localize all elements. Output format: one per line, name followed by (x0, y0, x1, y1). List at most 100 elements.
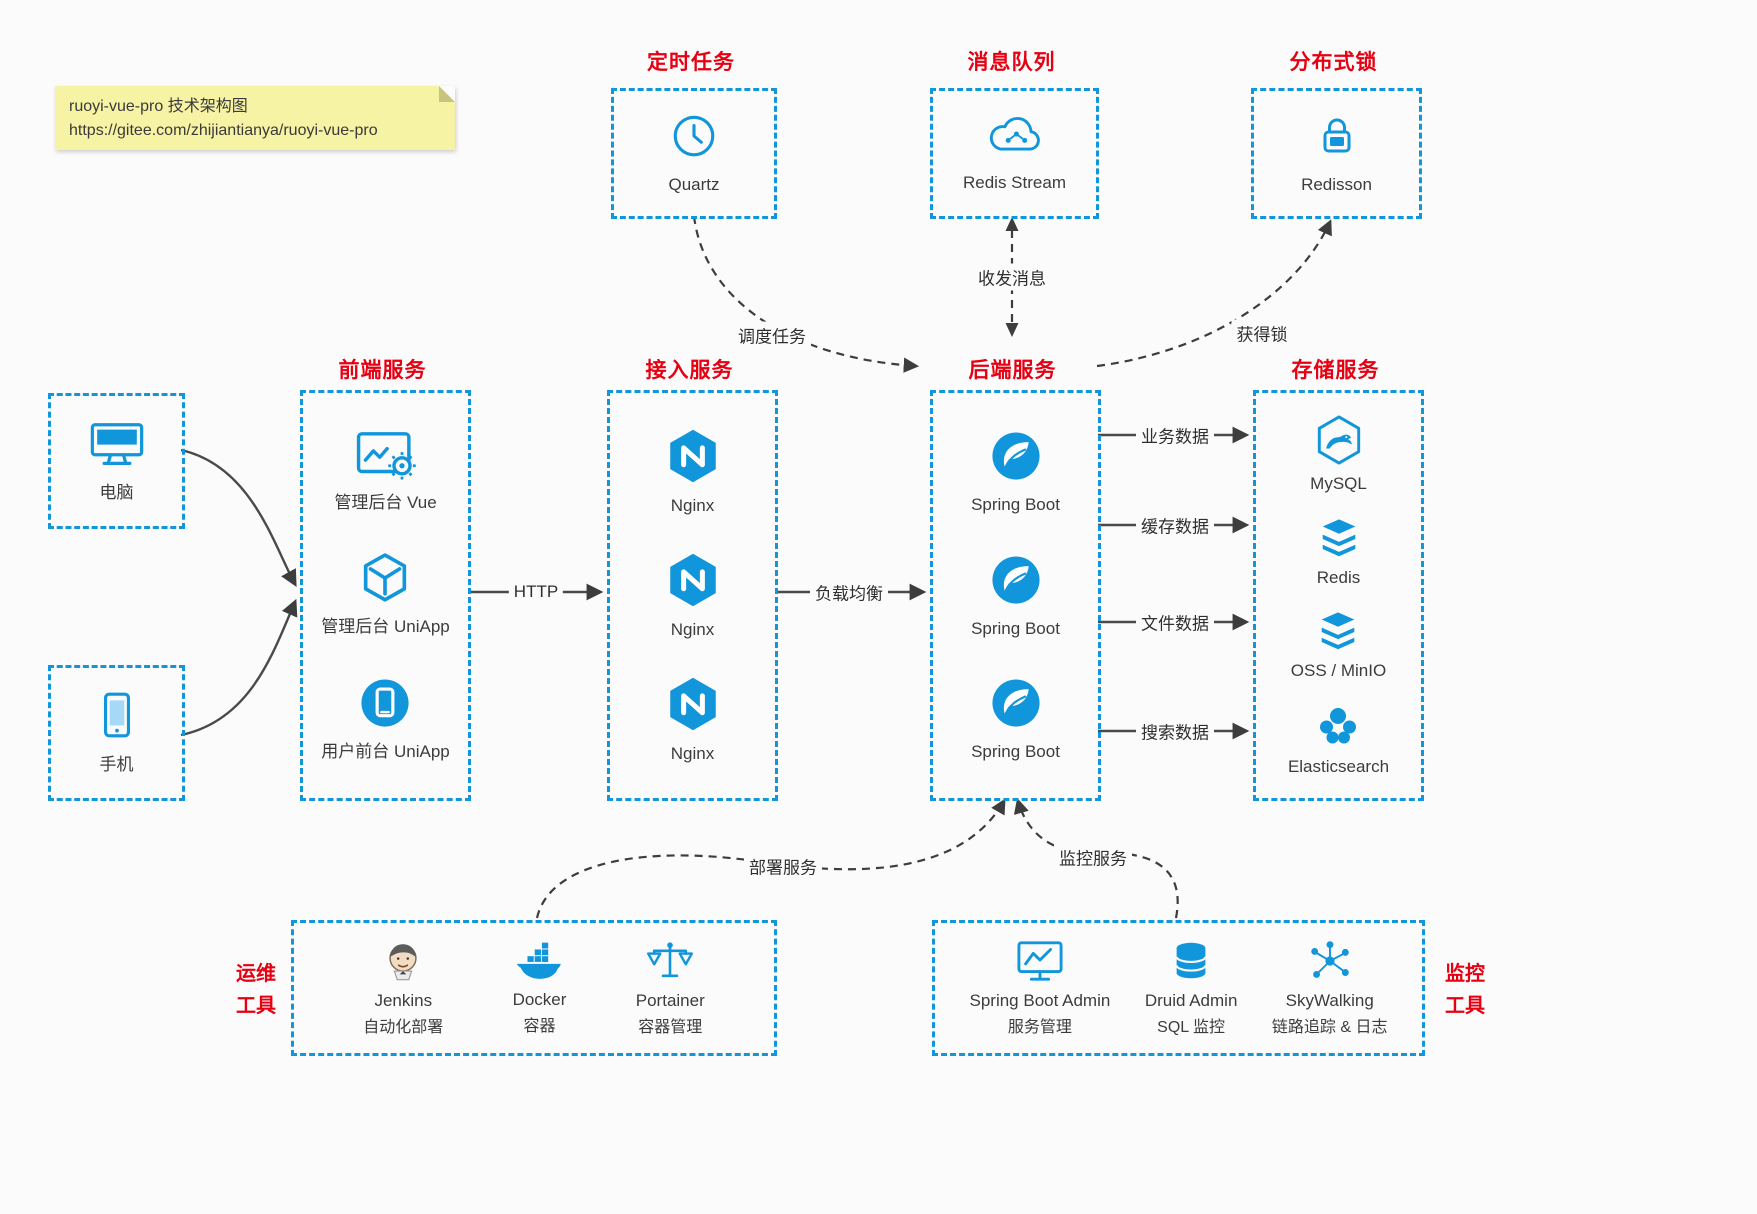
edge-label-messages: 收发消息 (973, 263, 1051, 291)
storage-item-oss-minio: OSS / MinIO (1291, 608, 1386, 682)
uniapp-cube-icon (356, 549, 414, 607)
spring-boot-icon (987, 551, 1045, 609)
druid-sublabel: SQL 监控 (1157, 1018, 1226, 1036)
backend-box: Spring Boot Spring Boot Spring Boot (930, 390, 1101, 801)
backend-item-spring-2: Spring Boot (971, 551, 1060, 640)
edge-acquire-lock-line (1096, 219, 1332, 368)
lock-icon (1313, 111, 1361, 161)
note-title: ruoyi-vue-pro 技术架构图 (69, 98, 248, 115)
nginx-icon (663, 550, 723, 610)
ops-title-line2: 工具 (236, 995, 276, 1017)
jenkins-sublabel: 自动化部署 (363, 1018, 444, 1036)
group-title-message-queue: 消息队列 (967, 51, 1056, 74)
oss-stack-icon (1313, 608, 1363, 654)
group-title-scheduled-tasks: 定时任务 (647, 51, 735, 74)
desktop-icon (87, 417, 147, 469)
frontend-item-user-uniapp: 用户前台 UniApp (321, 674, 450, 763)
jenkins-label: Jenkins (374, 990, 433, 1010)
edge-label-business-data: 业务数据 (1136, 421, 1214, 449)
gateway-item-nginx-2: Nginx (663, 550, 723, 641)
edge-label-load-balance: 负载均衡 (810, 578, 888, 606)
storage-item-elasticsearch: Elasticsearch (1288, 702, 1389, 778)
portainer-label: Portainer (635, 990, 705, 1010)
edge-schedule-task-line (692, 215, 920, 373)
druid-database-icon (1168, 938, 1214, 984)
storage-item-mysql: MySQL (1310, 413, 1367, 495)
ops-item-portainer: Portainer 容器管理 (636, 938, 705, 1039)
admin-vue-label: 管理后台 Vue (334, 493, 437, 513)
gateway-item-nginx-1: Nginx (663, 426, 723, 517)
phone-client-box: 手机 (48, 665, 185, 801)
nginx-icon (663, 674, 723, 734)
monitoring-tools-box: Spring Boot Admin 服务管理 Druid Admin SQL 监… (932, 920, 1425, 1056)
group-title-distributed-lock: 分布式锁 (1289, 51, 1378, 74)
ops-group-title: 运维 工具 (225, 958, 287, 1022)
edge-label-acquire-lock: 获得锁 (1231, 319, 1293, 347)
gateway-item-nginx-3: Nginx (663, 674, 723, 765)
mysql-label: MySQL (1310, 473, 1367, 493)
backend-item-spring-1: Spring Boot (971, 427, 1060, 516)
spring-boot-label-2: Spring Boot (971, 618, 1060, 638)
redis-stack-icon (1314, 515, 1364, 561)
note-url: https://gitee.com/zhijiantianya/ruoyi-vu… (69, 122, 378, 139)
edge-label-search-data: 搜索数据 (1136, 717, 1214, 745)
redisson-box: Redisson (1251, 88, 1422, 219)
edge-monitor-service-line (1013, 798, 1179, 919)
group-title-gateway: 接入服务 (645, 359, 734, 382)
desktop-client-box: 电脑 (48, 393, 185, 529)
edge-label-deploy-service: 部署服务 (744, 852, 822, 880)
storage-item-redis: Redis (1314, 515, 1364, 589)
spring-boot-icon (987, 427, 1045, 485)
monitoring-group-title: 监控 工具 (1434, 958, 1496, 1022)
monitoring-item-skywalking: SkyWalking 链路追踪 & 日志 (1272, 938, 1388, 1039)
nginx-label-1: Nginx (670, 495, 715, 515)
edge-phone-frontend (180, 598, 298, 737)
spring-boot-admin-icon (1013, 938, 1067, 984)
storage-box: MySQL Redis OSS / MinIO Elasticsearch (1253, 390, 1424, 801)
user-app-icon (356, 674, 414, 732)
cloud-network-icon (984, 112, 1046, 159)
sbadmin-sublabel: 服务管理 (1007, 1018, 1072, 1036)
nginx-icon (663, 426, 723, 486)
ops-title-line1: 运维 (236, 963, 276, 985)
quartz-label: Quartz (668, 174, 720, 194)
admin-vue-icon (354, 428, 418, 483)
monitoring-title-line1: 监控 (1445, 963, 1485, 985)
skywalking-graph-icon (1306, 938, 1354, 984)
mysql-icon (1312, 413, 1366, 467)
edge-label-schedule-task: 调度任务 (733, 321, 811, 349)
ops-item-docker: Docker 容器 (513, 939, 567, 1038)
frontend-item-admin-vue: 管理后台 Vue (334, 428, 437, 514)
skywalking-label: SkyWalking (1285, 990, 1374, 1010)
phone-label: 手机 (99, 755, 134, 775)
frontend-item-admin-uniapp: 管理后台 UniApp (321, 549, 450, 638)
sbadmin-label: Spring Boot Admin (969, 990, 1111, 1010)
smartphone-icon (92, 689, 142, 741)
redisson-label: Redisson (1301, 174, 1372, 194)
nginx-label-3: Nginx (670, 743, 715, 763)
gateway-box: Nginx Nginx Nginx (607, 390, 778, 801)
edge-label-http: HTTP (508, 581, 564, 603)
monitoring-item-druid: Druid Admin SQL 监控 (1145, 938, 1237, 1039)
oss-minio-label: OSS / MinIO (1290, 661, 1387, 681)
nginx-label-2: Nginx (670, 619, 715, 639)
docker-label: Docker (512, 989, 567, 1009)
skywalking-sublabel: 链路追踪 & 日志 (1271, 1018, 1388, 1036)
spring-boot-label-1: Spring Boot (971, 495, 1060, 515)
redis-stream-box: Redis Stream (930, 88, 1099, 219)
edge-deploy-service-line (535, 798, 1006, 919)
clock-icon (669, 111, 719, 161)
edge-label-file-data: 文件数据 (1136, 608, 1214, 636)
desktop-label: 电脑 (99, 483, 134, 503)
ops-tools-box: Jenkins 自动化部署 Docker 容器 Portainer 容器管理 (291, 920, 777, 1056)
group-title-frontend: 前端服务 (338, 359, 427, 382)
admin-uniapp-label: 管理后台 UniApp (321, 617, 450, 637)
ops-item-jenkins: Jenkins 自动化部署 (363, 938, 443, 1039)
group-title-backend: 后端服务 (968, 359, 1057, 382)
jenkins-icon (380, 938, 426, 984)
messages-up-arrowhead (1005, 217, 1019, 231)
edge-label-cache-data: 缓存数据 (1136, 511, 1214, 539)
redis-label: Redis (1316, 567, 1361, 587)
